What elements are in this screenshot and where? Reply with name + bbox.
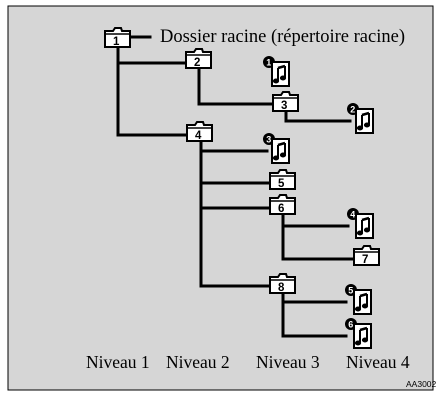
track-icon-3: 3 xyxy=(263,133,290,164)
tree-connectors xyxy=(116,35,356,338)
track-icon-6: 6 xyxy=(345,318,372,349)
track-number-3: 3 xyxy=(266,135,271,145)
folder-icon-8: 8 xyxy=(269,273,296,294)
folder-icon-1: 1 xyxy=(104,27,131,48)
folder-icon-5: 5 xyxy=(269,169,296,190)
music-note-icon xyxy=(356,216,371,236)
track-icon-2: 2 xyxy=(347,103,374,134)
track-icon-4: 4 xyxy=(347,208,374,239)
track-number-4: 4 xyxy=(350,210,355,220)
folder-number-4: 4 xyxy=(195,130,202,142)
track-icon-1: 1 xyxy=(263,56,290,87)
track-number-6: 6 xyxy=(348,320,353,330)
folder-icon-2: 2 xyxy=(185,48,212,69)
folder-icon-4: 4 xyxy=(186,121,213,142)
track-number-2: 2 xyxy=(350,105,355,115)
folder-number-1: 1 xyxy=(113,36,120,48)
folder-number-3: 3 xyxy=(281,100,287,112)
music-note-icon xyxy=(272,64,287,84)
level-label-4: Niveau 4 xyxy=(346,352,410,372)
folder-icon-3: 3 xyxy=(272,91,299,112)
music-note-icon xyxy=(356,111,371,131)
folder-icon-7: 7 xyxy=(353,245,380,266)
folder-number-2: 2 xyxy=(194,57,200,69)
level-label-2: Niveau 2 xyxy=(166,352,230,372)
folder-icon-6: 6 xyxy=(269,194,296,215)
root-folder-label: Dossier racine (répertoire racine) xyxy=(160,27,405,47)
music-note-icon xyxy=(354,292,369,312)
folder-number-7: 7 xyxy=(362,254,368,266)
figure-code: AA3002 xyxy=(406,379,437,389)
track-number-1: 1 xyxy=(266,58,271,68)
level-label-3: Niveau 3 xyxy=(256,352,320,372)
music-note-icon xyxy=(272,141,287,161)
track-number-5: 5 xyxy=(348,286,353,296)
level-label-1: Niveau 1 xyxy=(86,352,150,372)
folder-number-8: 8 xyxy=(278,282,285,294)
music-note-icon xyxy=(354,326,369,346)
folder-number-6: 6 xyxy=(278,203,284,215)
folder-number-5: 5 xyxy=(278,178,285,190)
track-icon-5: 5 xyxy=(345,284,372,315)
